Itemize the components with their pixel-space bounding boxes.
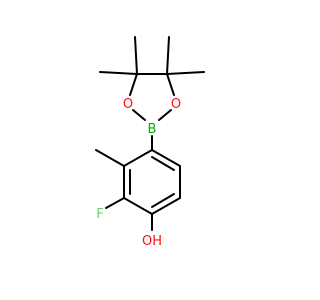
bond-ring-o-b-right: [158, 109, 172, 121]
bond-ar-4-inner: [151, 193, 175, 208]
bond-ring-o-b-left: [132, 109, 146, 121]
bond-ring-c-o-left: [129, 73, 138, 96]
bond-methyl-tr2: [166, 71, 205, 75]
bond-ar-6-inner: [151, 156, 175, 171]
atom-label-fluorine: F: [96, 207, 103, 222]
bond-methyl-tl2: [134, 36, 138, 75]
bond-ar-methyl: [95, 149, 125, 167]
bond-methyl-tr: [166, 36, 170, 75]
atom-label-oxygen-left: O: [123, 97, 133, 112]
structure-canvas: O O B F OH: [95, 36, 205, 249]
bond-ring-c-o-right: [166, 73, 175, 96]
atom-label-hydroxyl: OH: [142, 234, 162, 249]
bond-methyl-tl: [99, 71, 138, 75]
bond-ar-f: [105, 197, 125, 209]
bond-ar-1: [123, 149, 153, 167]
bond-ar-4: [151, 197, 181, 215]
atom-label-boron: B: [148, 122, 157, 137]
atom-label-oxygen-right: O: [171, 97, 181, 112]
molecule-diagram: O O B F OH: [95, 36, 205, 249]
bond-ar-3: [123, 197, 153, 215]
bond-ar-6: [151, 149, 181, 167]
